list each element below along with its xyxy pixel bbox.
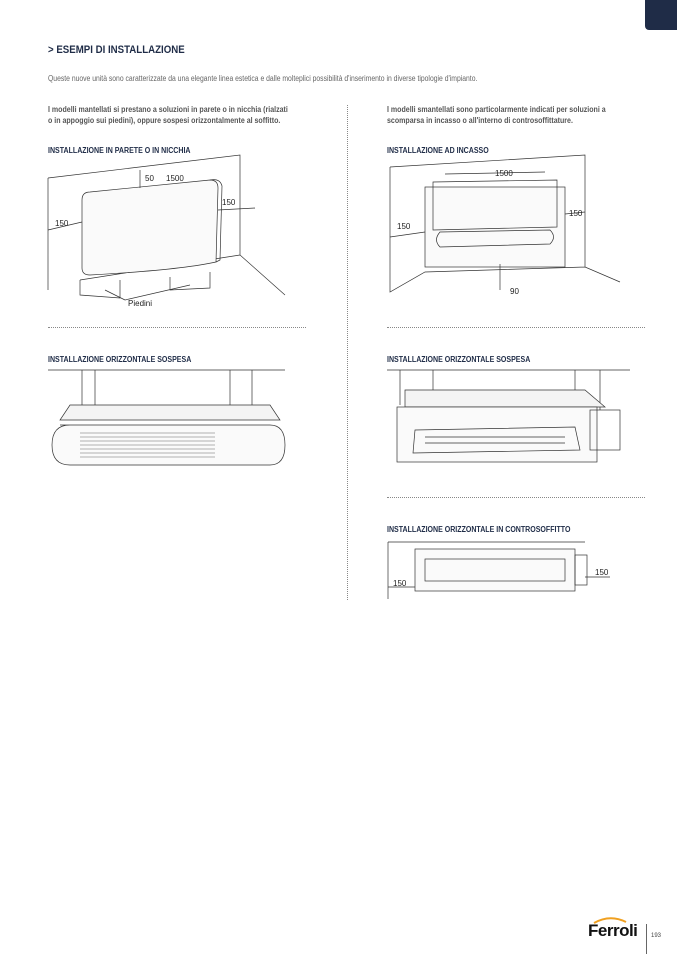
brand-logo: Ferroli (588, 921, 638, 940)
dim-150-left: 150 (55, 219, 69, 228)
dim-150-right: 150 (595, 568, 609, 577)
horizontal-suspended-diagram (48, 369, 286, 466)
wall-niche-diagram: 50 1500 150 150 Piedini (47, 154, 286, 308)
dim-150-left: 150 (393, 579, 407, 588)
right-paragraph-line: scomparsa in incasso o all'interno di co… (387, 116, 573, 125)
logo-swoosh-icon (593, 917, 627, 924)
section-divider (387, 327, 645, 328)
section-divider (48, 327, 306, 328)
right-paragraph: I modelli smantellati sono particolarmen… (387, 104, 606, 126)
dim-150-right: 150 (569, 209, 583, 218)
section-tab (645, 0, 677, 30)
page-number: 193 (651, 933, 662, 939)
recessed-diagram: 1500 150 150 90 (389, 154, 621, 296)
dim-50: 50 (145, 174, 154, 183)
dim-1500: 1500 (495, 169, 513, 178)
section-title: INSTALLAZIONE ORIZZONTALE SOSPESA (387, 355, 531, 364)
section-title: INSTALLAZIONE ORIZZONTALE SOSPESA (48, 355, 192, 364)
page-title: > ESEMPI DI INSTALLAZIONE (48, 44, 185, 56)
label-piedini: Piedini (128, 299, 152, 308)
dim-90: 90 (510, 287, 519, 296)
left-paragraph-line: I modelli mantellati si prestano a soluz… (48, 105, 288, 114)
section-title: INSTALLAZIONE AD INCASSO (387, 146, 489, 155)
column-divider (347, 105, 348, 600)
dim-150-left: 150 (397, 222, 411, 231)
footer-divider (646, 924, 647, 954)
section-title: INSTALLAZIONE ORIZZONTALE IN CONTROSOFFI… (387, 525, 571, 534)
dim-1500: 1500 (166, 174, 184, 183)
section-divider (387, 497, 645, 498)
section-title: INSTALLAZIONE IN PARETE O IN NICCHIA (48, 146, 191, 155)
horizontal-suspended-recessed-diagram (387, 369, 630, 463)
right-paragraph-line: I modelli smantellati sono particolarmen… (387, 105, 606, 114)
left-paragraph-line: o in appoggio sui piedini), oppure sospe… (48, 116, 281, 125)
intro-text: Queste nuove unità sono caratterizzate d… (48, 74, 478, 83)
left-paragraph: I modelli mantellati si prestano a soluz… (48, 104, 288, 126)
dim-150-right: 150 (222, 198, 236, 207)
false-ceiling-diagram: 150 150 (387, 541, 610, 599)
